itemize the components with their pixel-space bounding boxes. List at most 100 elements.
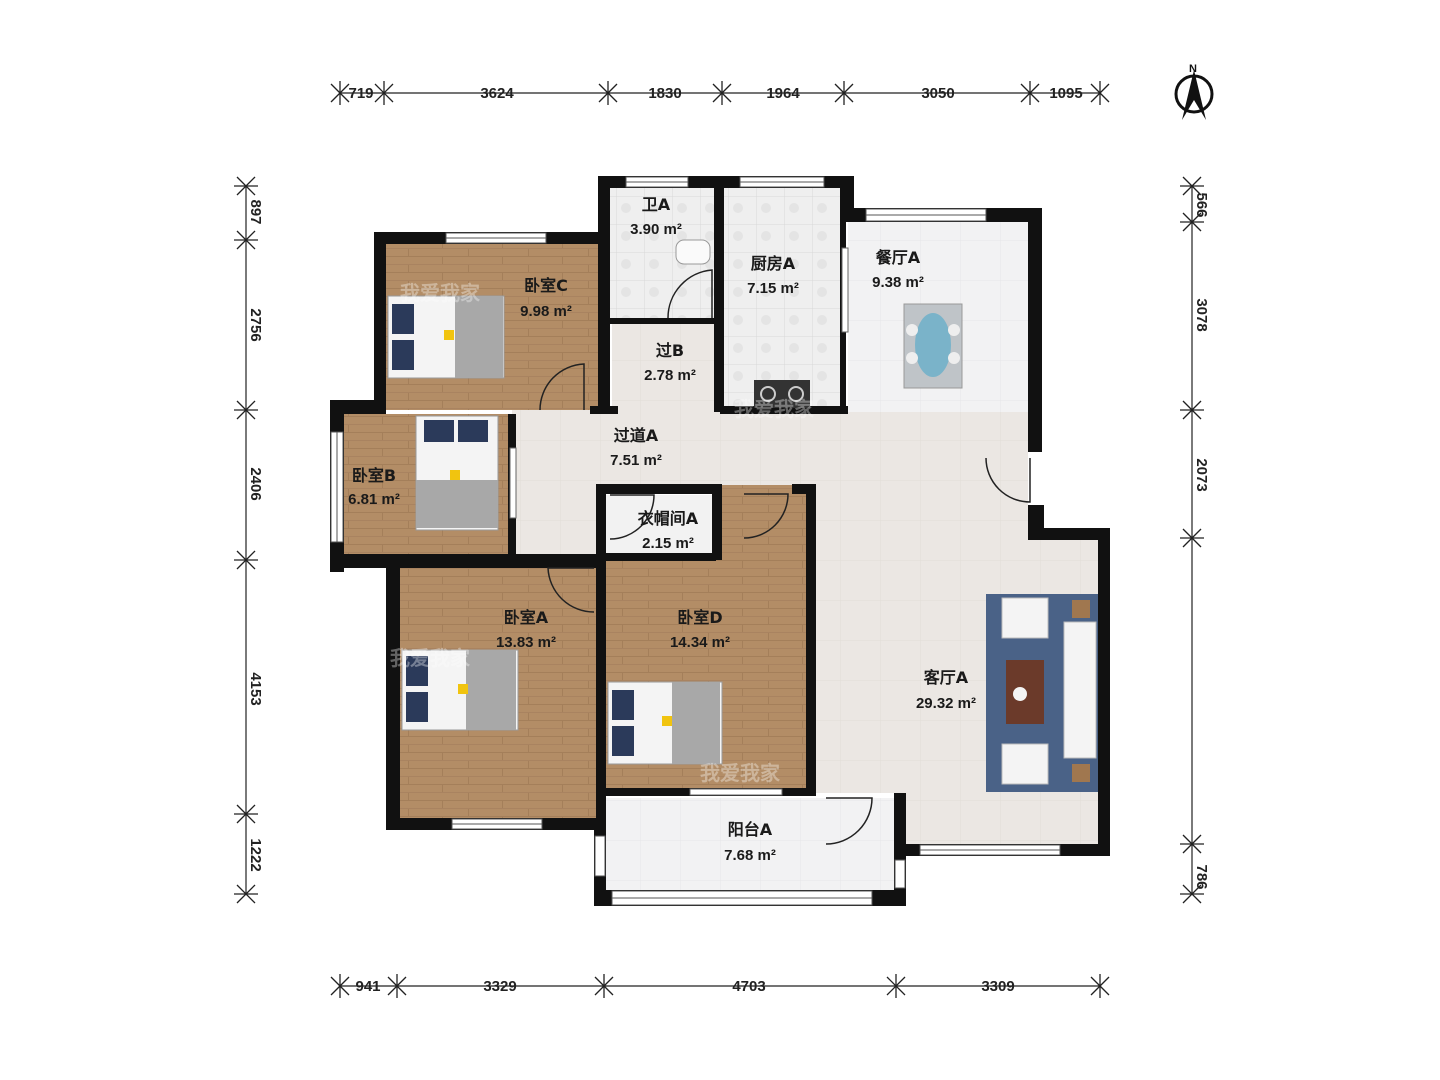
room-label-cloakroom-a: 衣帽间A	[638, 509, 699, 528]
dimension-tick	[387, 974, 407, 998]
room-label-kitchen-a: 厨房A	[751, 254, 796, 273]
dim-bottom-label: 941	[355, 978, 380, 995]
bed-bedroom-c	[387, 295, 505, 379]
toilet	[675, 239, 711, 265]
dimension-tick	[1180, 212, 1204, 232]
dimension-tick	[594, 974, 614, 998]
dim-top-label: 1830	[648, 85, 681, 102]
dim-left-label: 2756	[247, 308, 264, 341]
dimension-ticks	[234, 81, 1204, 998]
dimension-tick	[374, 81, 394, 105]
room-label-hallway-a: 过道A	[614, 426, 659, 445]
watermark: 我爱我家	[734, 397, 815, 421]
compass-label: N	[1189, 63, 1197, 75]
room-area-bedroom-c: 9.98 m²	[520, 303, 572, 320]
room-label-bath-a: 卫A	[642, 195, 671, 214]
dim-top-label: 3624	[480, 85, 514, 102]
floor-bedroom-d-entry	[720, 485, 810, 555]
dimension-tick	[1090, 974, 1110, 998]
door-bedroom-c	[539, 363, 585, 411]
floor-corridor-b	[612, 322, 718, 412]
living-room-set	[986, 594, 1098, 792]
dimension-tick	[1180, 400, 1204, 420]
door-bedroom-b-slider	[509, 447, 517, 519]
bed-bedroom-d	[607, 681, 723, 765]
dimension-tick	[1020, 81, 1040, 105]
dim-right-label: 786	[1193, 864, 1210, 889]
door-bedroom-a	[547, 567, 595, 613]
floor-balcony-a	[606, 798, 894, 890]
floor-kitchen-a	[724, 188, 840, 410]
dimension-tick	[234, 400, 258, 420]
compass-icon: N	[1174, 63, 1214, 120]
dimension-labels-left: 897 2756 2406 4153 1222	[247, 199, 264, 871]
dimension-tick	[598, 81, 618, 105]
room-area-balcony-a: 7.68 m²	[724, 847, 776, 864]
room-area-bedroom-b: 6.81 m²	[348, 491, 400, 508]
dimension-tick	[1180, 176, 1204, 196]
dimension-tick	[1090, 81, 1110, 105]
dining-table	[903, 303, 963, 389]
room-label-balcony-a: 阳台A	[728, 820, 773, 839]
room-area-dining-a: 9.38 m²	[872, 274, 924, 291]
room-label-bedroom-a: 卧室A	[504, 608, 549, 627]
watermark: 我爱我家	[390, 646, 471, 670]
room-area-kitchen-a: 7.15 m²	[747, 280, 799, 297]
dimension-tick	[234, 230, 258, 250]
room-label-corridor-b: 过B	[656, 341, 684, 360]
room-area-bath-a: 3.90 m²	[630, 221, 682, 238]
dimension-tick	[712, 81, 732, 105]
floor-hallway-living	[512, 410, 1105, 850]
windows	[330, 176, 1061, 906]
dimension-tick	[330, 974, 350, 998]
door-dining-slider	[841, 247, 849, 333]
dimension-tick	[834, 81, 854, 105]
dim-right-label: 566	[1193, 192, 1210, 217]
door-bedroom-d	[743, 493, 789, 539]
dim-top-label: 3050	[921, 85, 954, 102]
dim-top-label: 1964	[766, 85, 800, 102]
watermark: 我爱我家	[400, 281, 481, 305]
bed-bedroom-b	[415, 415, 499, 531]
door-balcony	[825, 797, 873, 845]
dimension-tick	[234, 884, 258, 904]
dimension-labels-right: 566 3078 2073 786	[1193, 192, 1210, 889]
room-label-living-a: 客厅A	[924, 668, 969, 687]
room-area-bedroom-d: 14.34 m²	[670, 634, 730, 651]
dimension-tick	[1180, 884, 1204, 904]
dimension-tick	[234, 550, 258, 570]
dim-left-label: 1222	[247, 838, 264, 871]
dim-top-label: 1095	[1049, 85, 1082, 102]
room-label-bedroom-b: 卧室B	[352, 466, 396, 485]
dimension-tick	[886, 974, 906, 998]
stove	[754, 380, 810, 408]
room-area-cloakroom-a: 2.15 m²	[642, 535, 694, 552]
room-label-bedroom-d: 卧室D	[677, 608, 722, 627]
room-area-bedroom-a: 13.83 m²	[496, 634, 556, 651]
room-area-living-a: 29.32 m²	[916, 695, 976, 712]
door-cloakroom-a	[609, 494, 655, 540]
dimension-labels-bottom: 941 3329 4703 3309	[355, 978, 1014, 995]
dimension-lines	[245, 92, 1193, 987]
dim-left-label: 2406	[247, 467, 264, 500]
dim-left-label: 897	[247, 199, 264, 224]
room-labels: 卧室C 9.98 m² 卫A 3.90 m² 厨房A 7.15 m² 餐厅A 9…	[348, 195, 976, 864]
dim-top-label: 719	[348, 85, 373, 102]
door-bath-a	[667, 269, 713, 319]
dimension-labels-top: 719 3624 1830 1964 3050 1095	[348, 85, 1082, 102]
dim-right-label: 3078	[1193, 298, 1210, 331]
dim-bottom-label: 3329	[483, 978, 516, 995]
dimension-tick	[234, 804, 258, 824]
door-bedroom-d-slider	[689, 788, 783, 796]
dimension-tick	[1180, 528, 1204, 548]
room-label-bedroom-c: 卧室C	[524, 276, 568, 295]
dim-right-label: 2073	[1193, 458, 1210, 491]
room-area-corridor-b: 2.78 m²	[644, 367, 696, 384]
dimension-tick	[1180, 834, 1204, 854]
doors	[509, 247, 1031, 845]
watermarks: 我爱我家 我爱我家 我爱我家 我爱我家	[390, 281, 815, 785]
dim-bottom-label: 4703	[732, 978, 765, 995]
room-area-hallway-a: 7.51 m²	[610, 452, 662, 469]
door-living-side	[985, 457, 1031, 503]
